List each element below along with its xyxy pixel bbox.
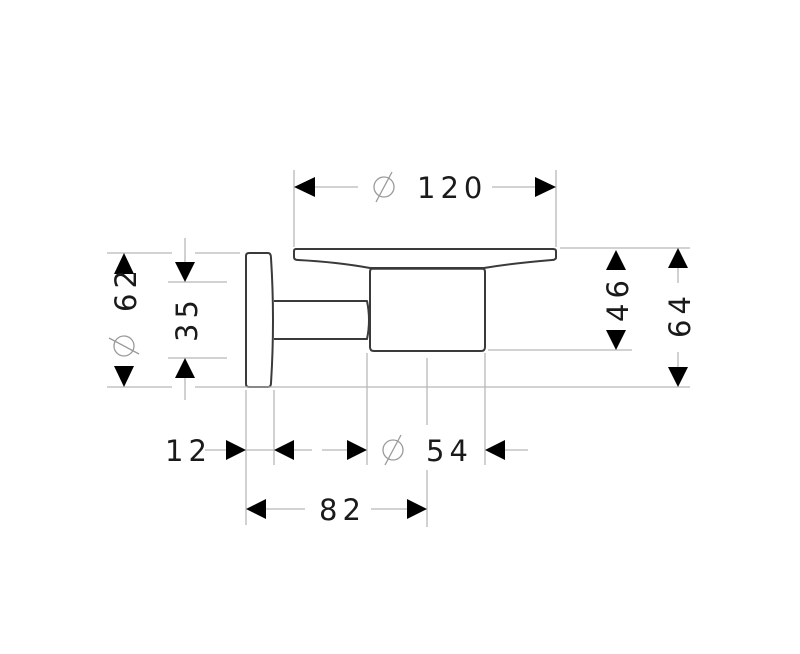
arrow-right-icon: [226, 440, 246, 460]
arrow-left-icon: [485, 440, 505, 460]
arrow-left-icon: [246, 499, 266, 519]
diameter-symbol-icon: [108, 335, 140, 357]
total-height-label: 64: [663, 291, 697, 338]
dimension-rosette-depth: 12: [165, 434, 294, 468]
diameter-symbol-icon: [373, 171, 395, 203]
arrow-down-icon: [606, 330, 626, 350]
dimension-dish-diameter: 120: [294, 171, 556, 205]
arrow-up-icon: [668, 248, 688, 268]
arrow-right-icon: [347, 440, 367, 460]
arrow-up-icon: [114, 253, 134, 274]
arrow-down-icon: [668, 367, 688, 387]
product-outline: [245, 248, 557, 388]
arrow-down-icon: [175, 262, 195, 282]
cup-height-label: 46: [601, 275, 635, 322]
cup-body: [369, 267, 486, 352]
dimension-total-height: 64: [663, 248, 697, 387]
dimension-cup-diameter: 54: [294, 434, 528, 468]
arrow-right-icon: [535, 177, 556, 197]
rosette-depth-label: 12: [165, 434, 212, 468]
arrow-right-icon: [407, 499, 427, 519]
dimension-projection: 82: [246, 493, 427, 527]
arrow-left-icon: [294, 177, 315, 197]
dimension-arm-height: 35: [170, 238, 204, 400]
cup-diameter-label: 54: [426, 434, 473, 468]
arm: [274, 300, 370, 340]
arm-height-label: 35: [170, 295, 204, 342]
dish-diameter-label: 120: [417, 171, 487, 205]
dish-plate: [293, 248, 557, 269]
rosette-diameter-label: 62: [109, 265, 143, 312]
extension-lines: [107, 170, 690, 527]
arrow-down-icon: [114, 366, 134, 387]
dimension-rosette-diameter: 62: [108, 253, 143, 387]
arrow-up-icon: [175, 358, 195, 378]
diameter-symbol-icon: [382, 434, 404, 466]
arrow-up-icon: [606, 250, 626, 270]
dimension-cup-height: 46: [601, 250, 635, 350]
rosette-plate: [245, 252, 274, 388]
projection-label: 82: [319, 493, 366, 527]
arrow-left-icon: [274, 440, 294, 460]
